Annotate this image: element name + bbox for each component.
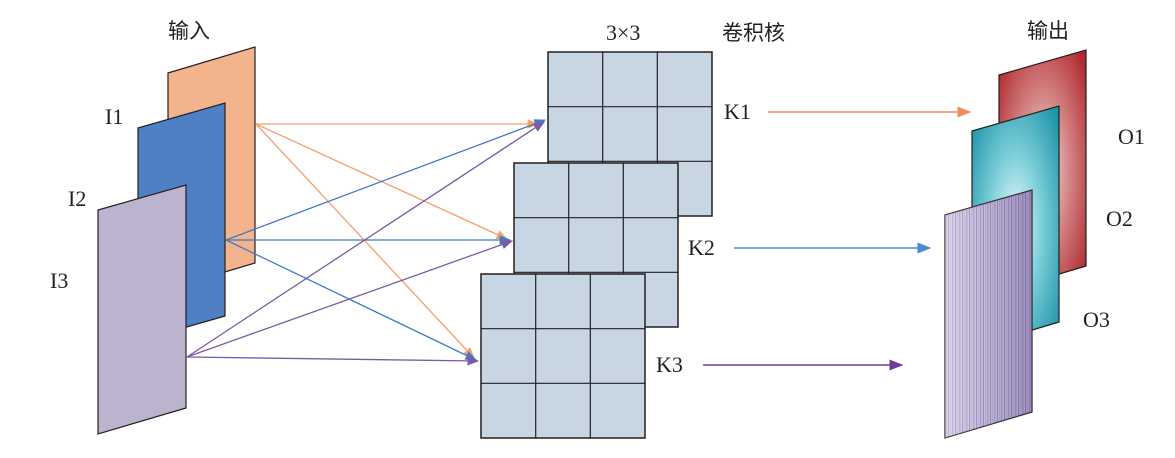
output-stack xyxy=(944,49,1087,439)
arrow-i2-k1 xyxy=(225,119,547,241)
arrow-i3-k2 xyxy=(186,240,514,358)
kernel-label-k1: K1 xyxy=(724,99,751,124)
arrow-i1-k3 xyxy=(255,123,475,359)
kernel-output-arrows xyxy=(703,106,972,371)
kernel-k3 xyxy=(480,273,646,439)
kernel-k3-body xyxy=(480,273,646,439)
output-label-o1: O1 xyxy=(1118,124,1145,149)
output-plane-o3-shade xyxy=(945,190,1032,438)
input-stack xyxy=(97,46,256,435)
input-label-i1: I1 xyxy=(105,104,123,129)
kernel-size-label: 3×3 xyxy=(606,20,640,45)
input-label-i2: I2 xyxy=(68,186,86,211)
input-plane-i3 xyxy=(97,184,187,435)
input-kernel-arrows xyxy=(186,119,547,366)
output-label-o3: O3 xyxy=(1083,307,1110,332)
arrow-i2-k3 xyxy=(225,239,478,361)
kernel-label-k3: K3 xyxy=(656,352,683,377)
output-label-o2: O2 xyxy=(1106,206,1133,231)
kernel-label-k2: K2 xyxy=(688,235,715,260)
arrow-i3-k1 xyxy=(186,121,545,358)
input-label-i3: I3 xyxy=(50,268,68,293)
input-title: 输入 xyxy=(168,19,210,43)
kernel-title: 卷积核 xyxy=(722,21,785,45)
arrow-i3-k3 xyxy=(186,356,480,366)
output-title: 输出 xyxy=(1027,19,1069,43)
kernel-k3-grid xyxy=(481,274,645,438)
